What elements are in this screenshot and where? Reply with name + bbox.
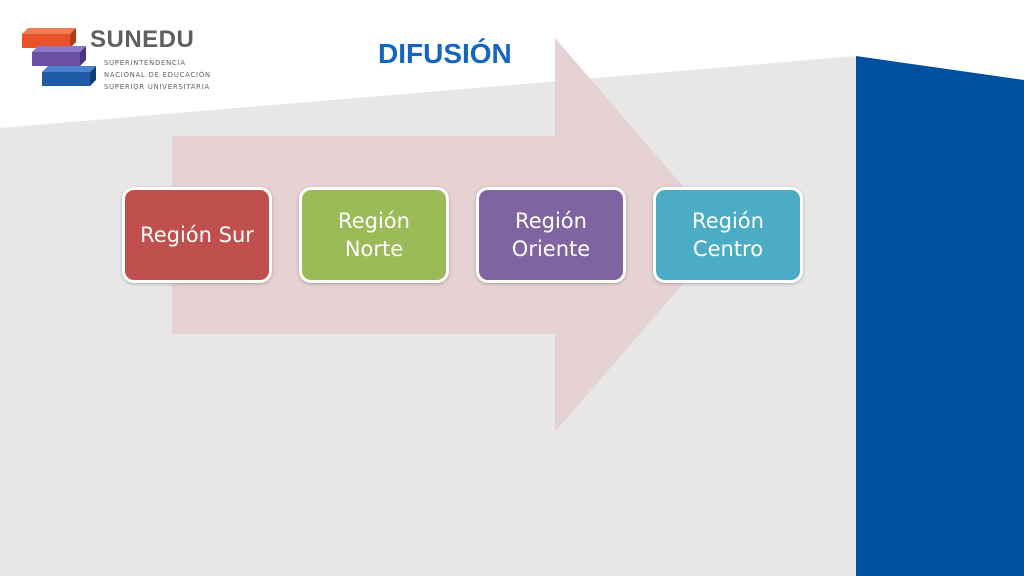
step-region-oriente: Región Oriente <box>476 187 626 283</box>
step-region-sur: Región Sur <box>122 187 272 283</box>
logo-name: SUNEDU <box>90 26 195 53</box>
slide-title: DIFUSIÓN <box>378 38 512 69</box>
step-region-norte: Región Norte <box>299 187 449 283</box>
right-blue-panel <box>856 56 1024 576</box>
sunedu-logo: SUNEDU SUPERINTENDENCIA NACIONAL DE EDUC… <box>20 24 210 106</box>
logo-blocks-icon <box>22 28 96 86</box>
logo-subtitle-line-1: SUPERINTENDENCIA <box>104 59 186 67</box>
logo-subtitle-line-2: NACIONAL DE EDUCACIÓN <box>104 71 211 79</box>
step-region-centro: Región Centro <box>653 187 803 283</box>
logo-subtitle-line-3: SUPERIOR UNIVERSITARIA <box>104 83 210 91</box>
